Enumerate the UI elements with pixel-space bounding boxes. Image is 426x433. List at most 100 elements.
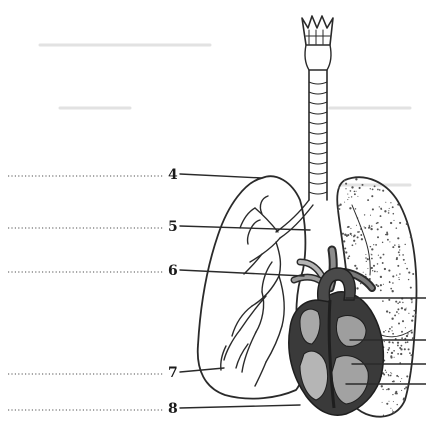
stipple-dot xyxy=(386,403,388,405)
stipple-dot xyxy=(406,268,408,270)
stipple-dot xyxy=(388,374,389,375)
stipple-dot xyxy=(391,330,392,331)
stipple-dot xyxy=(391,318,393,320)
stipple-dot xyxy=(406,335,408,337)
stipple-dot xyxy=(367,268,368,269)
stipple-dot xyxy=(380,226,382,228)
stipple-dot xyxy=(387,349,389,351)
label-7: 7 xyxy=(168,365,178,381)
stipple-dot xyxy=(410,236,412,238)
stipple-dot xyxy=(355,243,356,244)
stipple-dot xyxy=(383,331,385,333)
stipple-dot xyxy=(377,228,379,230)
stipple-dot xyxy=(382,242,383,243)
stipple-dot xyxy=(339,204,341,206)
stipple-dot xyxy=(365,257,367,259)
leader-line-4 xyxy=(180,174,262,178)
stipple-dot xyxy=(350,228,351,229)
stipple-dot xyxy=(366,261,367,262)
stipple-dot xyxy=(397,342,399,344)
stipple-dot xyxy=(390,288,392,290)
stipple-dot xyxy=(397,237,399,239)
stipple-dot xyxy=(395,392,397,394)
stipple-dot xyxy=(382,262,384,264)
number-labels: 4 5 6 7 8 xyxy=(168,167,178,417)
stipple-dot xyxy=(370,246,372,248)
stipple-dot xyxy=(383,254,385,256)
stipple-dot xyxy=(388,212,390,214)
stipple-dot xyxy=(399,273,401,275)
trachea xyxy=(302,16,333,200)
stipple-dot xyxy=(371,248,373,250)
stipple-dot xyxy=(388,270,390,272)
stipple-dot xyxy=(396,311,398,313)
label-5: 5 xyxy=(168,219,178,235)
stipple-dot xyxy=(380,257,382,259)
stipple-dot xyxy=(347,234,349,236)
stipple-dot xyxy=(388,210,389,211)
stipple-dot xyxy=(400,353,402,355)
stipple-dot xyxy=(386,231,388,233)
stipple-dot xyxy=(392,410,393,411)
stipple-dot xyxy=(387,352,388,353)
stipple-dot xyxy=(392,342,394,344)
stipple-dot xyxy=(391,326,393,328)
stipple-dot xyxy=(389,328,391,330)
stipple-dot xyxy=(400,381,401,382)
stipple-dot xyxy=(380,290,382,292)
stipple-dot xyxy=(365,254,366,255)
stipple-dot xyxy=(377,222,379,224)
stipple-dot xyxy=(405,342,407,344)
stipple-dot xyxy=(363,272,364,273)
stipple-dot xyxy=(388,331,390,333)
stipple-dot xyxy=(371,258,373,260)
answer-blank-lines xyxy=(8,176,164,410)
stipple-dot xyxy=(388,299,390,301)
stipple-dot xyxy=(372,270,373,271)
stipple-dot xyxy=(392,411,394,413)
stipple-dot xyxy=(387,388,389,390)
stipple-dot xyxy=(382,389,383,390)
cartilage-rings xyxy=(309,82,327,194)
stipple-dot xyxy=(407,333,409,335)
stipple-dot xyxy=(380,284,382,286)
stipple-dot xyxy=(402,302,403,303)
stipple-dot xyxy=(394,357,395,358)
stipple-dot xyxy=(390,357,392,359)
stipple-dot xyxy=(387,239,389,241)
stipple-dot xyxy=(356,225,357,226)
stipple-dot xyxy=(399,279,400,280)
leader-line-8 xyxy=(180,405,300,408)
stipple-dot xyxy=(348,256,349,257)
stipple-dot xyxy=(397,404,398,405)
stipple-dot xyxy=(390,372,391,373)
stipple-dot xyxy=(385,330,386,331)
stipple-dot xyxy=(359,187,361,189)
stipple-dot xyxy=(406,375,408,377)
stipple-dot xyxy=(393,380,395,382)
stipple-dot xyxy=(377,285,379,287)
stipple-dot xyxy=(347,257,349,259)
leader-line-6 xyxy=(180,270,304,276)
stipple-dot xyxy=(403,397,405,399)
stipple-dot xyxy=(384,210,386,212)
stipple-dot xyxy=(356,267,358,269)
stipple-dot xyxy=(398,244,399,245)
stipple-dot xyxy=(397,303,399,305)
stipple-dot xyxy=(393,220,394,221)
stipple-dot xyxy=(397,353,399,355)
stipple-dot xyxy=(361,184,363,186)
stipple-dot xyxy=(404,308,406,310)
stipple-dot xyxy=(344,179,346,181)
stipple-dot xyxy=(401,378,402,379)
stipple-dot xyxy=(412,337,414,339)
stipple-dot xyxy=(413,310,415,312)
stipple-dot xyxy=(360,234,362,236)
stipple-dot xyxy=(401,331,403,333)
stipple-dot xyxy=(397,204,399,206)
stipple-dot xyxy=(364,227,366,229)
stipple-dot xyxy=(405,327,406,328)
stipple-dot xyxy=(353,236,355,238)
stipple-dot xyxy=(345,251,347,253)
